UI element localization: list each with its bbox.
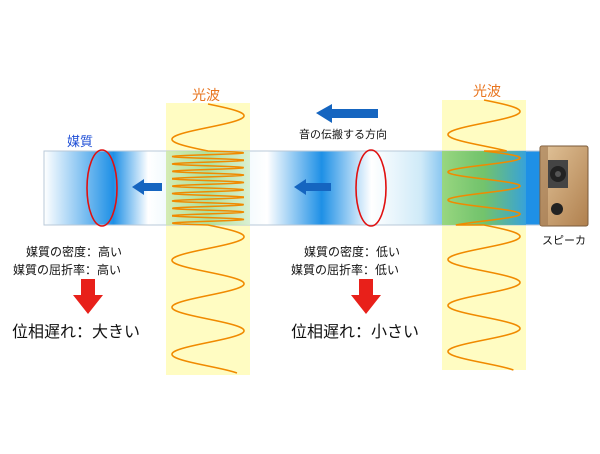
overlap-right bbox=[442, 151, 526, 225]
light-band-right bbox=[442, 100, 526, 370]
medium-label: 媒質 bbox=[67, 135, 94, 150]
down-arrow-icon bbox=[351, 279, 381, 314]
left-phase-result: 位相遅れ：大きい bbox=[12, 322, 141, 341]
light-band-left bbox=[166, 103, 250, 375]
density-ellipse-low bbox=[355, 149, 387, 227]
left-refraction-text: 媒質の屈折率：高い bbox=[13, 263, 122, 277]
right-phase-result: 位相遅れ：小さい bbox=[291, 322, 420, 341]
left-density-text: 媒質の密度：高い bbox=[26, 245, 123, 259]
left-arrow-icon bbox=[132, 179, 162, 195]
light-wave-label-left: 光波 bbox=[192, 88, 220, 104]
left-arrow-icon bbox=[294, 179, 331, 195]
right-density-text: 媒質の密度：低い bbox=[304, 245, 401, 259]
right-refraction-text: 媒質の屈折率：低い bbox=[291, 263, 400, 277]
light-wave-right bbox=[447, 99, 521, 371]
light-wave-label-right: 光波 bbox=[473, 84, 501, 100]
speaker-label: スピーカ bbox=[542, 234, 586, 247]
light-wave-left bbox=[171, 103, 245, 374]
density-ellipse-high bbox=[86, 149, 118, 227]
left-arrow-icon bbox=[316, 104, 378, 123]
speaker-icon bbox=[539, 145, 589, 227]
down-arrow-icon bbox=[73, 279, 103, 314]
direction-label: 音の伝搬する方向 bbox=[299, 128, 387, 141]
